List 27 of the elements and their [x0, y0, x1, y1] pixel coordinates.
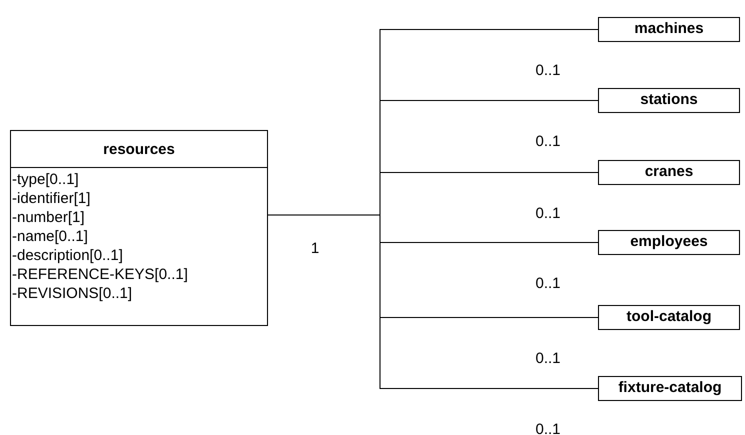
entity-box — [598, 88, 740, 113]
multiplicity-label: 0..1 — [535, 62, 561, 78]
class-box — [10, 130, 268, 326]
attribute-text: -type[0..1] — [12, 170, 79, 189]
attribute-text: -number[1] — [12, 208, 85, 227]
entity-name: stations — [639, 90, 699, 110]
multiplicity-label: 0..1 — [535, 350, 561, 366]
attribute-text: -identifier[1] — [12, 189, 90, 208]
entity-name: machines — [633, 19, 705, 39]
entity-box — [598, 376, 742, 401]
class-name: resources — [11, 131, 267, 168]
attribute-text: -name[0..1] — [12, 227, 88, 246]
entity-box — [598, 305, 740, 330]
multiplicity-label: 0..1 — [535, 274, 561, 292]
entity-box — [598, 17, 740, 42]
attribute-text: -description[0..1] — [12, 246, 123, 265]
entity-name: employees — [629, 232, 709, 252]
entity-name: cranes — [644, 162, 694, 182]
multiplicity-label: 0..1 — [535, 132, 561, 150]
multiplicity-label: 0..1 — [535, 420, 561, 435]
entity-name: fixture-catalog — [617, 378, 723, 398]
multiplicity-label: 0..1 — [535, 204, 561, 222]
entity-name: tool-catalog — [626, 307, 712, 327]
entity-box — [598, 160, 740, 185]
attribute-text: -REVISIONS[0..1] — [12, 284, 132, 303]
entity-box — [598, 230, 740, 255]
attribute-text: -REFERENCE-KEYS[0..1] — [12, 265, 188, 284]
